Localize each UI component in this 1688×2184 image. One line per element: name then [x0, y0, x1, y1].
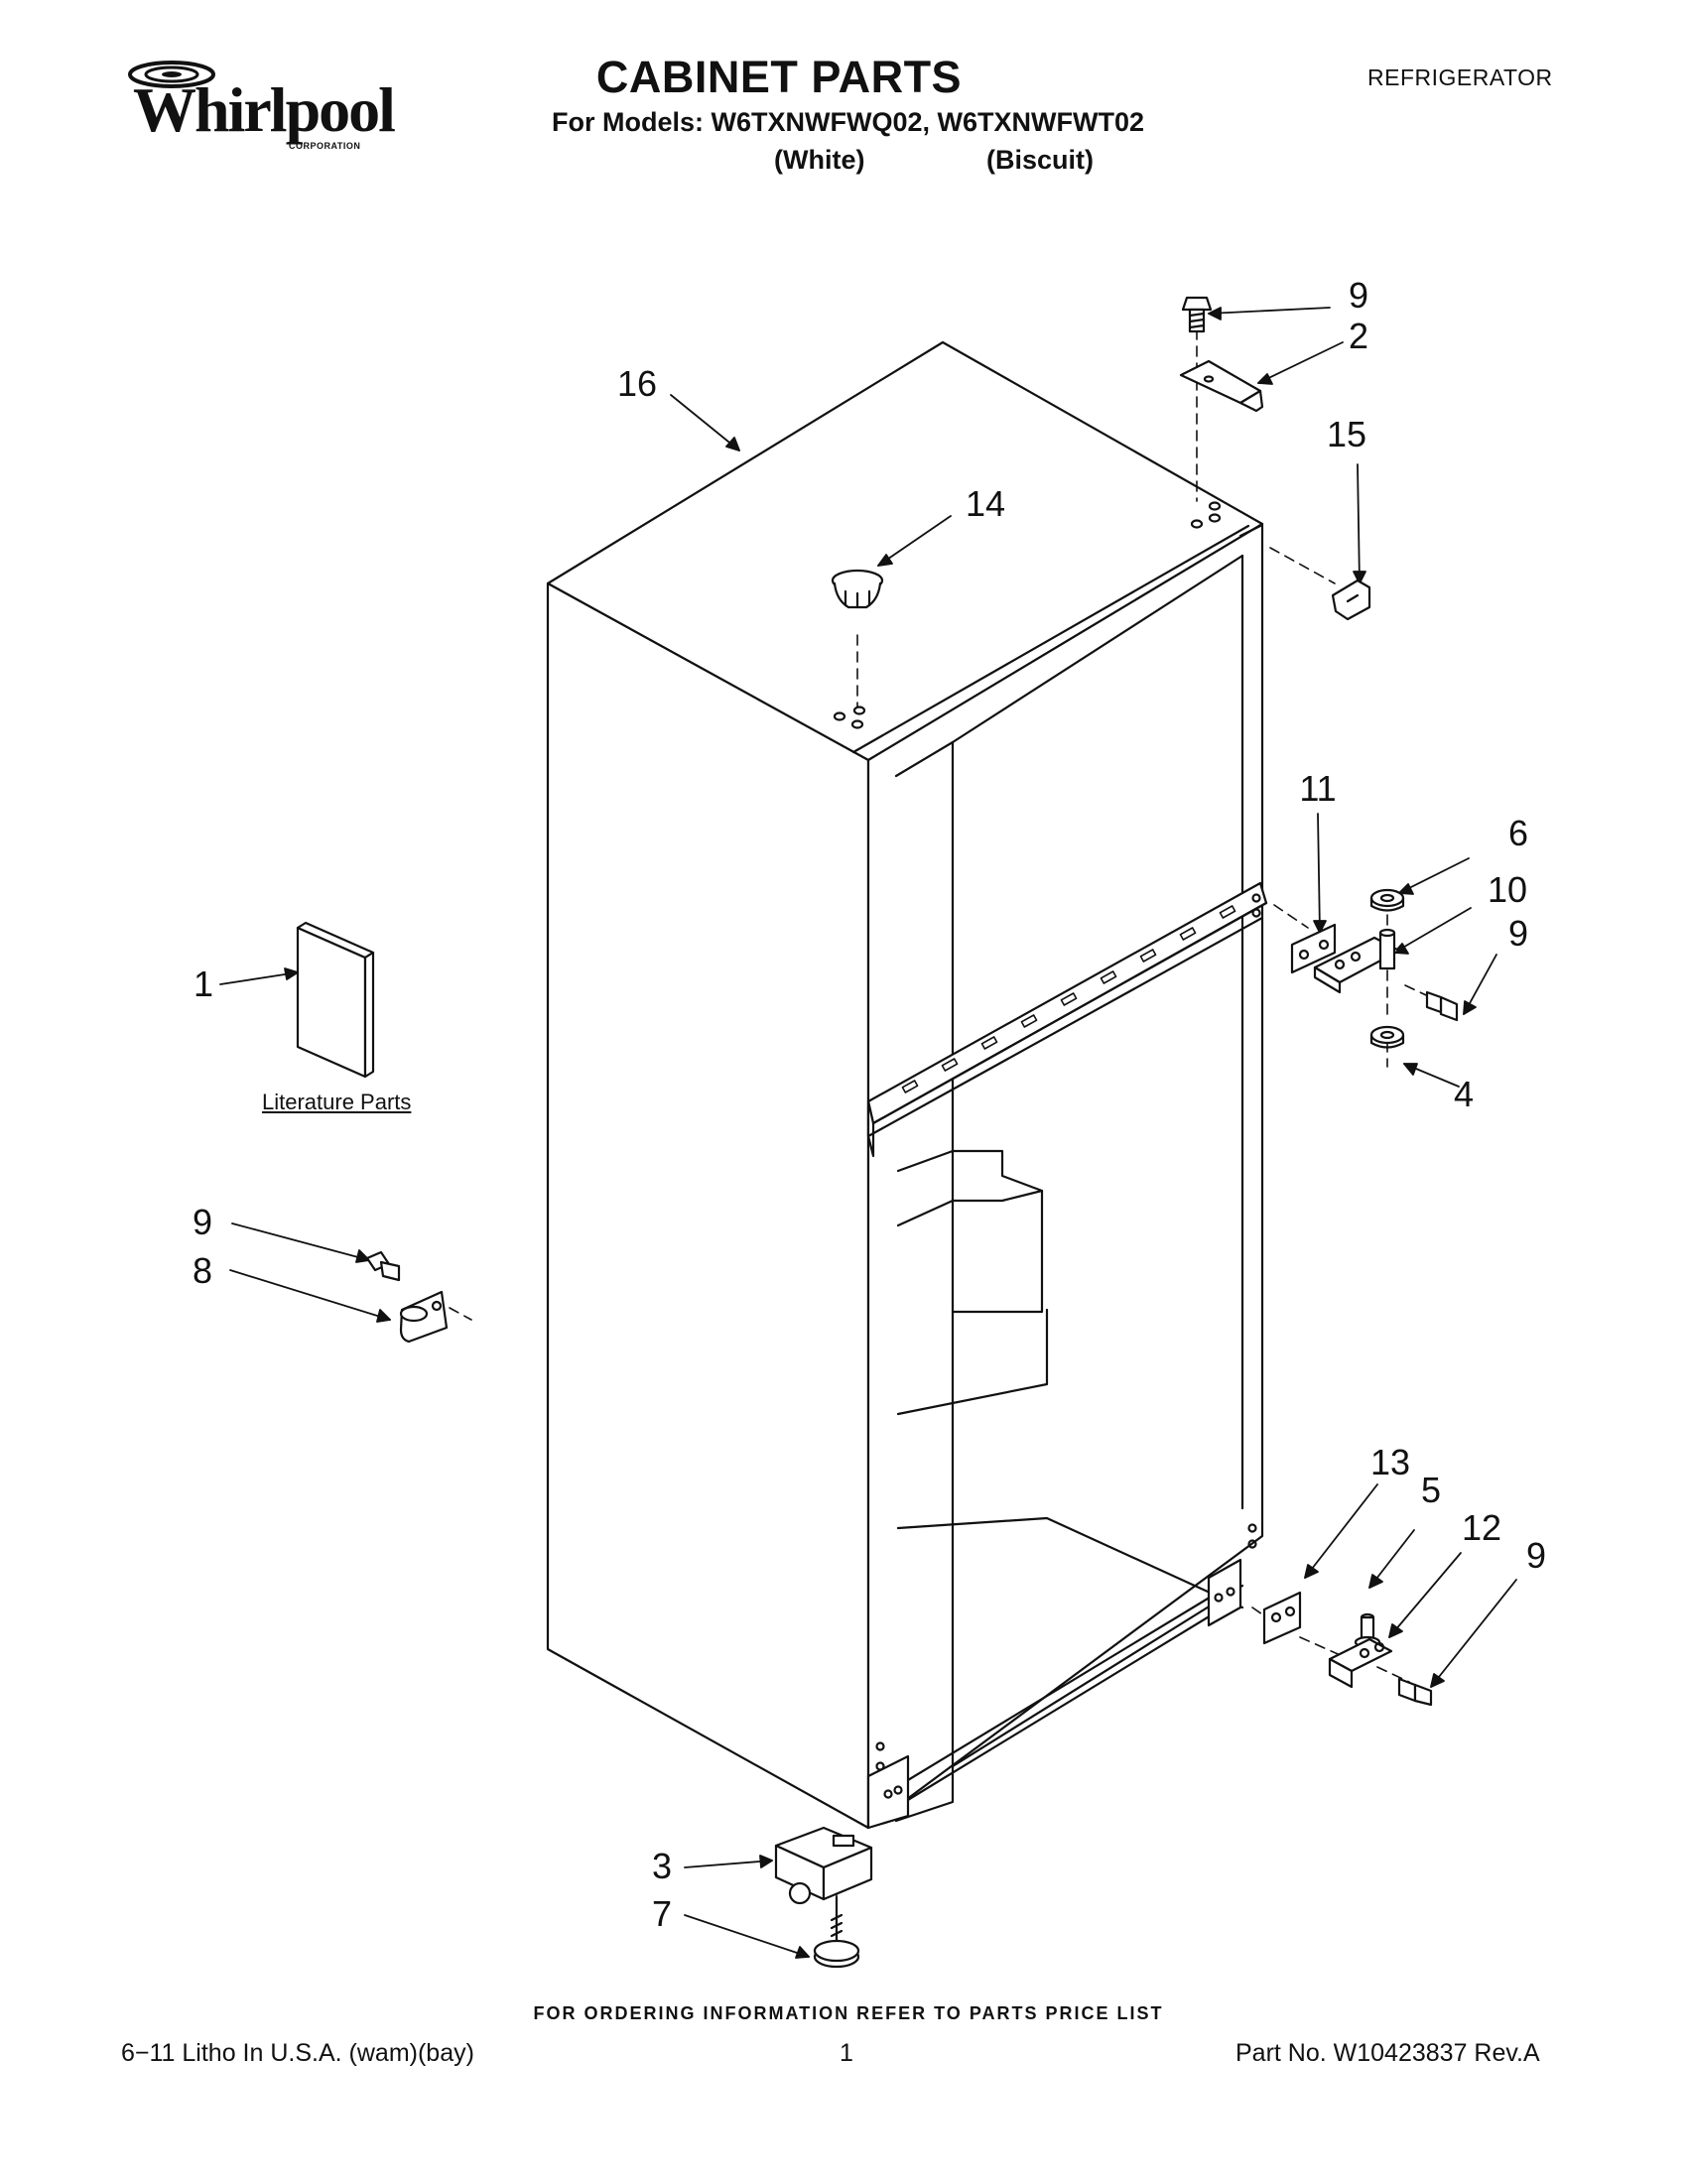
part-1-literature: [296, 921, 375, 1079]
models-line: For Models: W6TXNWFWQ02, W6TXNWFWT02: [552, 107, 1144, 137]
callout-15: 15: [1326, 414, 1367, 454]
part-14-plug: [831, 569, 884, 609]
callout-12: 12: [1461, 1507, 1502, 1548]
part-4-washer-bottom: [1369, 1025, 1405, 1049]
callout-10: 10: [1487, 869, 1528, 910]
part-9-screw-bottom: [1397, 1677, 1433, 1707]
callout-4: 4: [1453, 1074, 1475, 1114]
callout-3: 3: [651, 1846, 673, 1886]
part-10-center-hinge: [1313, 928, 1401, 994]
part-9-screw-hinge: [1425, 990, 1459, 1022]
callout-5: 5: [1420, 1470, 1442, 1510]
part-15-cap: [1331, 578, 1371, 621]
category-label: REFRIGERATOR: [1367, 64, 1553, 90]
callout-9-hinge: 9: [1507, 913, 1529, 954]
part-7-leveling-leg: [813, 1895, 860, 1969]
part-9-screw-top: [1181, 296, 1213, 333]
callout-9-bottom: 9: [1525, 1535, 1547, 1576]
whirlpool-logo: Whirlpool CORPORATION: [127, 58, 396, 157]
ordering-note: FOR ORDERING INFORMATION REFER TO PARTS …: [533, 2003, 1164, 2023]
variant-white: (White): [774, 145, 865, 175]
part-12-bottom-hinge: [1328, 1637, 1393, 1689]
literature-parts-label: Literature Parts: [262, 1090, 412, 1114]
logo-wordmark: Whirlpool: [133, 74, 396, 145]
callout-11: 11: [1299, 768, 1337, 809]
litho-line: 6−11 Litho In U.S.A. (wam)(bay): [121, 2039, 474, 2067]
callout-1: 1: [193, 964, 214, 1004]
cabinet-body: [546, 340, 1268, 1830]
callout-13: 13: [1369, 1442, 1411, 1482]
logo-swirl-icon: [128, 61, 215, 88]
part-2-bracket: [1179, 359, 1264, 413]
callout-9-left: 9: [192, 1202, 213, 1242]
part-11-shim: [1290, 923, 1337, 974]
callout-9-top: 9: [1348, 275, 1369, 316]
part-13-shim: [1262, 1591, 1302, 1645]
part-6-washer-top: [1369, 888, 1405, 912]
callout-16: 16: [616, 363, 658, 404]
callout-7: 7: [651, 1893, 673, 1934]
part-3-roller: [774, 1826, 873, 1905]
part-8-bracket: [399, 1290, 449, 1344]
callout-2: 2: [1348, 316, 1369, 356]
leader-lines: [219, 307, 1517, 1959]
callout-6: 6: [1507, 813, 1529, 853]
variant-biscuit: (Biscuit): [986, 145, 1094, 175]
callout-14: 14: [965, 483, 1006, 524]
logo-corporation: CORPORATION: [289, 141, 361, 151]
part-number: Part No. W10423837 Rev.A: [1235, 2039, 1540, 2067]
page-number: 1: [840, 2039, 853, 2067]
page-title: CABINET PARTS: [595, 52, 963, 102]
part-9-screw-left: [365, 1250, 401, 1282]
callout-8: 8: [192, 1250, 213, 1291]
